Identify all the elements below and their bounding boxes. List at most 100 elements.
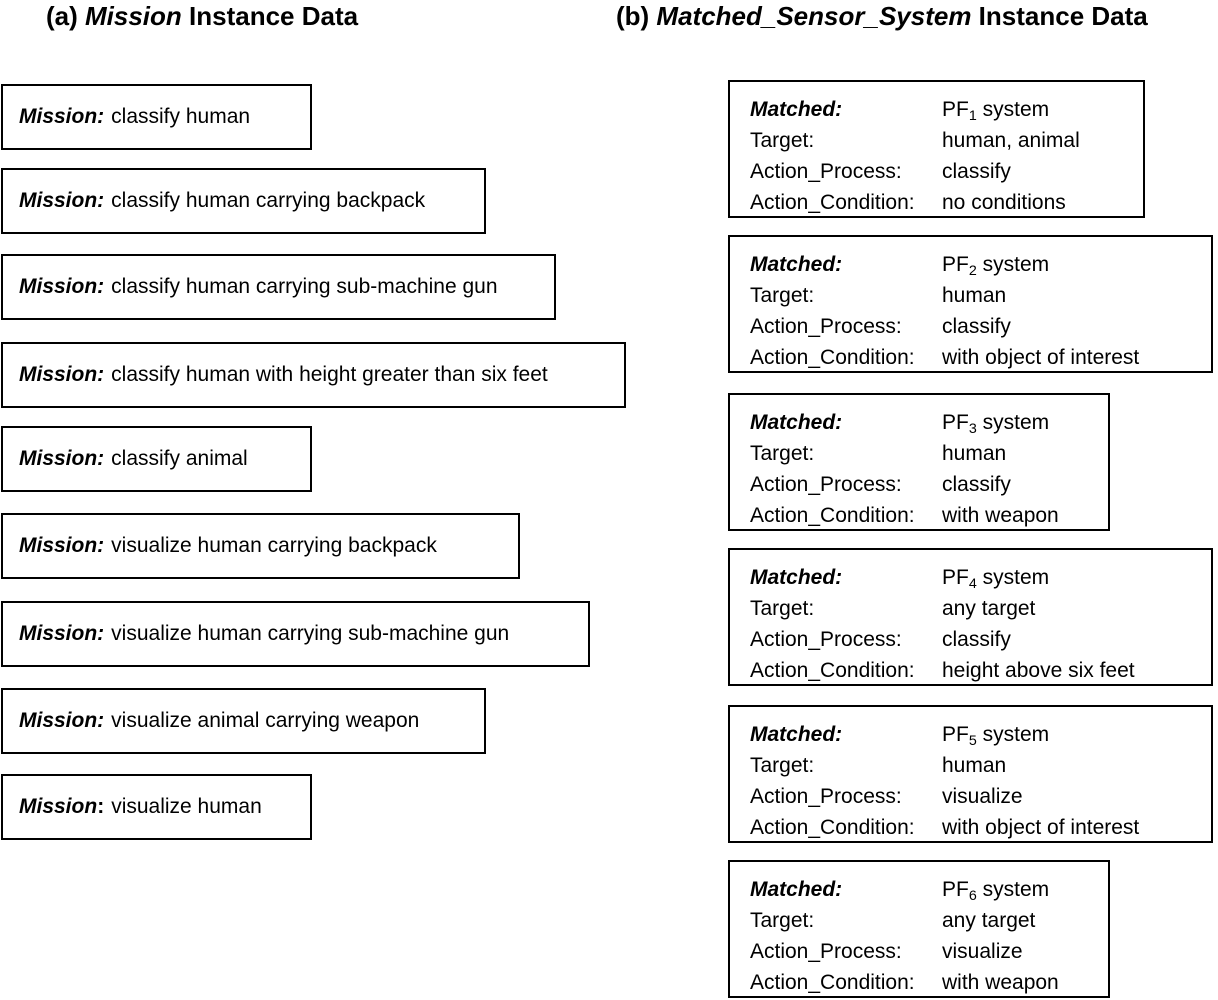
mission-box: Mission:visualize human carrying sub-mac… — [1, 601, 590, 667]
field-value-target: human — [942, 284, 1007, 307]
field-label-matched: Matched: — [750, 566, 843, 589]
field-label-target: Target: — [750, 129, 815, 152]
pf-subscript: 3 — [968, 420, 977, 437]
field-label-matched: Matched: — [750, 878, 843, 901]
field-label-matched: Matched: — [750, 411, 843, 434]
panel-a-title-suffix: Instance Data — [181, 1, 359, 31]
target-row: Target:human — [750, 438, 1108, 469]
field-label-action-condition: Action_Condition: — [750, 659, 915, 682]
mission-label: Mission: — [19, 447, 105, 470]
pf-subscript: 5 — [968, 732, 977, 749]
mission-text: classify human carrying backpack — [111, 189, 426, 212]
matched-row: Matched: PF4 system — [750, 562, 1211, 593]
field-value-matched-system: PF3 system — [942, 411, 1050, 437]
matched-row: Matched: PF3 system — [750, 407, 1108, 438]
mission-text: visualize animal carrying weapon — [111, 709, 420, 732]
field-value-action-process: classify — [942, 473, 1011, 496]
mission-label: Mission: — [19, 534, 105, 557]
mission-box: Mission:visualize animal carrying weapon — [1, 688, 486, 754]
field-value-matched-system: PF2 system — [942, 253, 1050, 279]
action-condition-row: Action_Condition:with weapon — [750, 967, 1108, 998]
target-row: Target: human, animal — [750, 125, 1143, 156]
mission-text: visualize human carrying backpack — [111, 534, 437, 557]
field-value-matched-system: PF6 system — [942, 878, 1050, 904]
mission-label: Mission — [19, 795, 98, 818]
panel-b-title-prefix: (b) — [616, 1, 657, 31]
action-condition-row: Action_Condition: with object of interest — [750, 342, 1211, 373]
target-row: Target: any target — [750, 905, 1108, 936]
field-value-action-process: classify — [942, 160, 1011, 183]
mission-label: Mission: — [19, 105, 105, 128]
action-condition-row: Action_Condition: with weapon — [750, 500, 1108, 531]
panel-b-title: (b) Matched_Sensor_System Instance Data — [616, 1, 1148, 32]
action-process-row: Action_Process:visualize — [750, 781, 1211, 812]
mission-box: Mission: visualize human carrying backpac… — [1, 513, 520, 579]
panel-a-title-italic: Mission — [85, 1, 182, 31]
target-row: Target:human — [750, 280, 1211, 311]
mission-box: Mission: classify human — [1, 84, 312, 150]
panel-b-title-italic: Matched_Sensor_System — [656, 1, 972, 31]
mission-label: Mission: — [19, 189, 105, 212]
action-process-row: Action_Process:classify — [750, 311, 1211, 342]
field-value-matched-system: PF1 system — [942, 98, 1050, 124]
field-label-action-condition: Action_Condition: — [750, 504, 915, 527]
field-label-action-condition: Action_Condition: — [750, 191, 915, 214]
field-value-target: human — [942, 442, 1007, 465]
mission-text: classify human carrying sub-machine gun — [111, 275, 498, 298]
panel-a-title: (a) Mission Instance Data — [46, 1, 358, 32]
mission-label: Mission: — [19, 275, 105, 298]
field-value-action-process: classify — [942, 315, 1011, 338]
field-label-target: Target: — [750, 909, 815, 932]
action-condition-row: Action_Condition:with object of interest — [750, 812, 1211, 843]
field-value-target: any target — [942, 909, 1036, 932]
field-label-action-process: Action_Process: — [750, 785, 902, 808]
mission-text: classify human with height greater than … — [111, 363, 548, 386]
field-value-matched-system: PF4 system — [942, 566, 1050, 592]
field-value-target: human, animal — [942, 129, 1080, 152]
matched-row: Matched: PF5 system — [750, 719, 1211, 750]
pf-subscript: 6 — [968, 887, 977, 904]
field-value-action-condition: with object of interest — [942, 346, 1140, 369]
field-label-target: Target: — [750, 597, 815, 620]
action-condition-row: Action_Condition: height above six feet — [750, 655, 1211, 686]
field-label-target: Target: — [750, 754, 815, 777]
action-process-row: Action_Process:visualize — [750, 936, 1108, 967]
field-value-target: any target — [942, 597, 1036, 620]
panel-a-title-prefix: (a) — [46, 1, 85, 31]
field-value-action-process: classify — [942, 628, 1011, 651]
mission-label: Mission: — [19, 363, 105, 386]
field-value-action-condition: with weapon — [942, 504, 1059, 527]
action-process-row: Action_Process: classify — [750, 469, 1108, 500]
field-value-action-process: visualize — [942, 940, 1023, 963]
pf-subscript: 1 — [968, 107, 977, 124]
mission-box: Mission:classify animal — [1, 426, 312, 492]
field-label-action-process: Action_Process: — [750, 473, 902, 496]
field-label-matched: Matched: — [750, 98, 843, 121]
field-value-matched-system: PF5 system — [942, 723, 1050, 749]
action-process-row: Action_Process: classify — [750, 624, 1211, 655]
mission-text: visualize human carrying sub-machine gun — [111, 622, 510, 645]
field-label-matched: Matched: — [750, 723, 843, 746]
action-condition-row: Action_Condition: no conditions — [750, 187, 1143, 218]
field-label-action-condition: Action_Condition: — [750, 346, 915, 369]
mission-text: visualize human — [111, 795, 262, 818]
matched-row: Matched: PF1 system — [750, 94, 1143, 125]
field-label-matched: Matched: — [750, 253, 843, 276]
field-value-action-condition: height above six feet — [942, 659, 1135, 682]
field-label-action-process: Action_Process: — [750, 628, 902, 651]
pf-subscript: 4 — [968, 575, 977, 592]
field-value-action-condition: no conditions — [942, 191, 1066, 214]
mission-box: Mission: classify human carrying sub-mach… — [1, 254, 556, 320]
target-row: Target:human — [750, 750, 1211, 781]
target-row: Target: any target — [750, 593, 1211, 624]
field-label-action-process: Action_Process: — [750, 160, 902, 183]
mission-text: classify human — [111, 105, 251, 128]
mission-box: Mission: classify human with height great… — [1, 342, 626, 408]
